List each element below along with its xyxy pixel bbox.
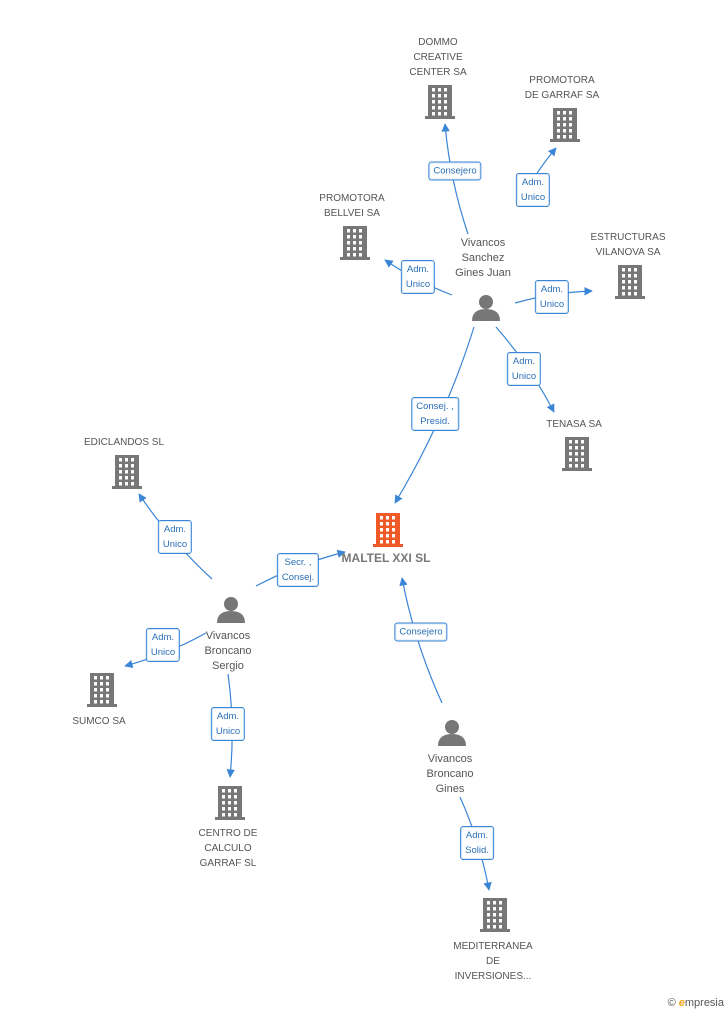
- edge-label-juan-prombellvei[interactable]: Adm. Unico: [400, 260, 436, 294]
- brand-logo: © empresia: [668, 997, 724, 1009]
- company-building-icon-mediterranea[interactable]: [480, 898, 510, 932]
- brand-initial: e: [678, 997, 685, 1009]
- node-label-dommo: DOMMO CREATIVE CENTER SA: [409, 37, 467, 78]
- node-label-sumco: SUMCO SA: [72, 716, 126, 727]
- node-label-ediclandos: EDICLANDOS SL: [83, 437, 165, 448]
- edge-label-sergio-centro[interactable]: Adm. Unico: [210, 707, 246, 741]
- brand-name: mpresia: [684, 997, 724, 1009]
- node-label-tenasa: TENASA SA: [546, 419, 602, 430]
- edge-label-juan-tenasa[interactable]: Adm. Unico: [506, 352, 542, 386]
- node-label-sergio: Vivancos Broncano Sergio: [204, 630, 252, 672]
- node-label-promgarraf: PROMOTORA DE GARRAF SA: [524, 75, 600, 101]
- edge-label-sergio-sumco[interactable]: Adm. Unico: [145, 628, 181, 662]
- edge-label-gines-main[interactable]: Consejero: [394, 622, 448, 642]
- edge-label-sergio-ediclandos[interactable]: Adm. Unico: [157, 520, 193, 554]
- node-label-estructuras: ESTRUCTURAS VILANOVA SA: [590, 232, 666, 258]
- edge-label-juan-main[interactable]: Consej. , Presid.: [411, 397, 459, 431]
- copyright-symbol: ©: [667, 997, 676, 1009]
- node-label-prombellvei: PROMOTORA BELLVEI SA: [319, 193, 385, 219]
- company-building-icon-promgarraf[interactable]: [550, 108, 580, 142]
- company-building-icon-tenasa[interactable]: [562, 437, 592, 471]
- main-company-building-icon[interactable]: [373, 513, 403, 547]
- edge-gines-main: [399, 577, 443, 704]
- company-building-icon-estructuras[interactable]: [615, 265, 645, 299]
- edge-label-juan-promgarraf[interactable]: Adm. Unico: [515, 173, 551, 207]
- company-building-icon-dommo[interactable]: [425, 85, 455, 119]
- edge-label-gines-mediterranea[interactable]: Adm. Solid.: [460, 826, 494, 860]
- node-label-gines: Vivancos Broncano Gines: [426, 753, 474, 795]
- company-building-icon-prombellvei[interactable]: [340, 226, 370, 260]
- person-icon-sergio[interactable]: [217, 597, 245, 623]
- edge-label-sergio-main[interactable]: Secr. , Consej.: [276, 553, 320, 587]
- edge-label-juan-dommo[interactable]: Consejero: [428, 161, 482, 181]
- company-building-icon-sumco[interactable]: [87, 673, 117, 707]
- node-label-main: MALTEL XXI SL: [341, 551, 431, 565]
- node-label-mediterranea: MEDITERRANEA DE INVERSIONES...: [453, 941, 533, 982]
- person-icon-gines[interactable]: [438, 720, 466, 746]
- node-label-centro: CENTRO DE CALCULO GARRAF SL: [198, 828, 258, 869]
- company-building-icon-ediclandos[interactable]: [112, 455, 142, 489]
- company-building-icon-centro[interactable]: [215, 786, 245, 820]
- node-label-juan: Vivancos Sanchez Gines Juan: [455, 237, 511, 279]
- person-icon-juan[interactable]: [472, 295, 500, 321]
- edge-label-juan-estructuras[interactable]: Adm. Unico: [534, 280, 570, 314]
